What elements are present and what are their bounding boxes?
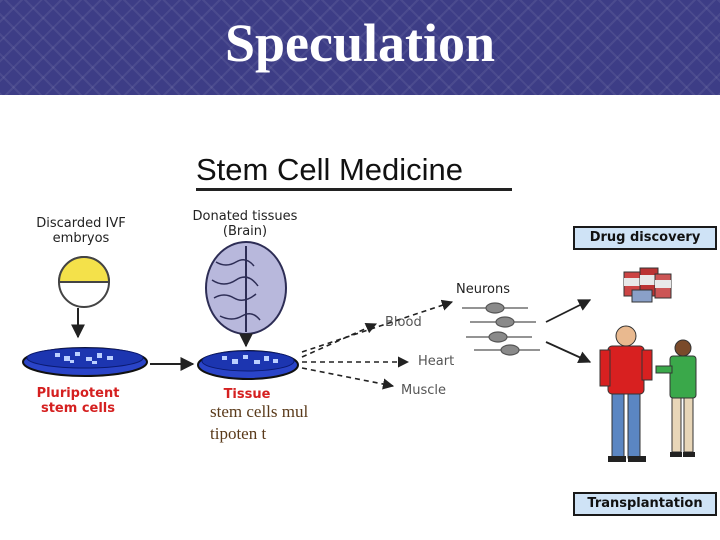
slide-title: Speculation [224, 13, 496, 73]
pluripotent-line1: Pluripotent [36, 386, 120, 401]
discarded-ivf-line1: Discarded IVF [36, 216, 126, 231]
neurons-label: Neurons [456, 282, 510, 297]
figure-title: Stem Cell Medicine [196, 152, 464, 187]
drug-discovery-box: Drug discovery [573, 226, 717, 250]
blood-label: Blood [385, 315, 422, 330]
doctor-icon [655, 339, 697, 457]
patient-icon [599, 325, 653, 462]
embryo-icon [57, 256, 111, 308]
transplantation-box: Transplantation [573, 492, 717, 516]
figure-title-underline [196, 188, 512, 191]
overlapping-caption: stem cells multipoten t [210, 402, 309, 443]
pluripotent-line2: stem cells [40, 401, 115, 416]
donated-tissues-label: Donated tissues (Brain) [180, 209, 310, 239]
title-banner [0, 0, 720, 95]
brain-icon [205, 241, 287, 335]
tissue-label: Tissue [223, 387, 271, 402]
donated-tissues-line1: Donated tissues [192, 209, 298, 224]
pluripotent-label: Pluripotent stem cells [18, 386, 138, 416]
drug-bottles-icon [623, 267, 672, 303]
heart-label: Heart [418, 354, 455, 369]
to-drug-arrow [545, 299, 592, 323]
discarded-ivf-line2: embryos [52, 231, 110, 246]
pluripotent-dish-icon [22, 347, 148, 377]
to-muscle-arrow [301, 367, 395, 390]
to-neurons-arrow [301, 299, 454, 353]
neurons-icon [462, 302, 540, 356]
tissue-dish-icon [197, 350, 299, 380]
to-transplant-arrow [545, 341, 592, 364]
muscle-label: Muscle [401, 383, 446, 398]
donated-tissues-line2: (Brain) [222, 224, 268, 239]
discarded-ivf-label: Discarded IVF embryos [14, 216, 148, 246]
